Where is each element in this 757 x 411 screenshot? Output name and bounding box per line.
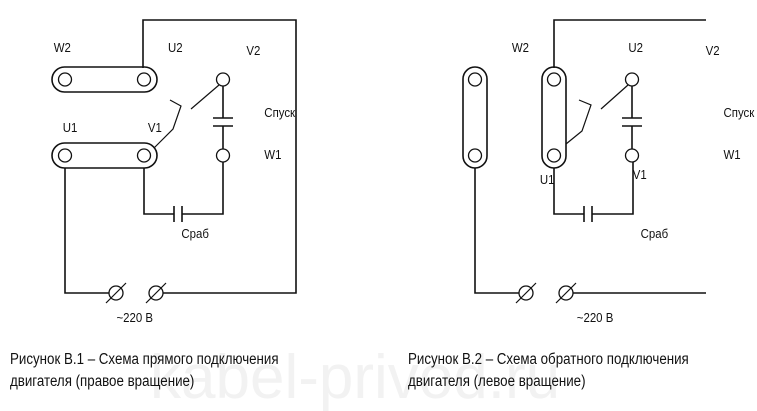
label-run-cap: Сраб [641, 226, 669, 241]
switch-contact [153, 99, 182, 149]
label-w1: W1 [264, 147, 281, 162]
terminal-w2 [57, 72, 73, 87]
supply-wire-top [553, 19, 706, 68]
jumper-w2-u1 [462, 66, 488, 169]
label-u1: U1 [540, 172, 555, 187]
switch-blade [600, 84, 629, 110]
label-w2: W2 [512, 40, 529, 55]
terminal-u2 [546, 72, 562, 87]
supply-wire-left [64, 168, 110, 294]
terminal-v1 [136, 148, 152, 163]
terminal-u1 [467, 148, 483, 163]
supply-terminal-slash [145, 282, 167, 304]
terminal-u1 [57, 148, 73, 163]
supply-terminal-slash [105, 282, 127, 304]
label-supply: ~220 В [577, 310, 614, 325]
caption-figure-b2: Рисунок В.2 – Схема обратного подключени… [408, 349, 689, 393]
caption-line: Рисунок В.2 – Схема обратного подключени… [408, 351, 689, 368]
label-v1: V1 [148, 120, 162, 135]
label-supply: ~220 В [116, 310, 153, 325]
caption-figure-b1: Рисунок В.1 – Схема прямого подключения … [10, 349, 279, 393]
terminal-v2 [215, 72, 231, 87]
run-cap-wire [143, 168, 174, 215]
label-u1: U1 [63, 120, 78, 135]
jumper-w2-u2 [51, 66, 158, 93]
label-start-cap: Спуск [724, 105, 755, 120]
terminal-u2 [136, 72, 152, 87]
switch-contact [565, 99, 592, 145]
supply-terminal-slash [555, 282, 577, 304]
watermark: kabel-privod.ru [150, 343, 560, 411]
terminal-w1 [215, 148, 231, 163]
label-v2: V2 [706, 43, 720, 58]
diagram-b2: W2 U2 V2 U1 V1 W1 Спуск Сраб ~220 В [462, 19, 755, 325]
run-cap-wire [553, 168, 584, 215]
label-u2: U2 [168, 40, 183, 55]
caption-line: Рисунок В.1 – Схема прямого подключения [10, 351, 279, 368]
label-w2: W2 [54, 40, 71, 55]
jumper-u1-v1 [51, 142, 158, 169]
run-cap-wire [592, 162, 634, 215]
switch-blade [190, 84, 220, 110]
terminal-v2 [624, 72, 640, 87]
label-run-cap: Сраб [181, 226, 209, 241]
run-cap-wire [182, 162, 224, 215]
label-v2: V2 [246, 43, 260, 58]
supply-wire-top [142, 19, 297, 294]
label-u2: U2 [628, 40, 643, 55]
terminal-w2 [467, 72, 483, 87]
supply-wire-left [474, 168, 519, 294]
diagram-b1: W2 U2 V2 U1 V1 W1 Спуск Сраб ~220 В [51, 19, 297, 325]
caption-line: двигателя (правое вращение) [10, 373, 195, 390]
caption-line: двигателя (левое вращение) [408, 373, 586, 390]
label-start-cap: Спуск [264, 105, 295, 120]
terminal-v1 [546, 148, 562, 163]
supply-terminal-slash [515, 282, 537, 304]
label-w1: W1 [724, 147, 741, 162]
terminal-w1 [624, 148, 640, 163]
label-v1: V1 [633, 167, 647, 182]
